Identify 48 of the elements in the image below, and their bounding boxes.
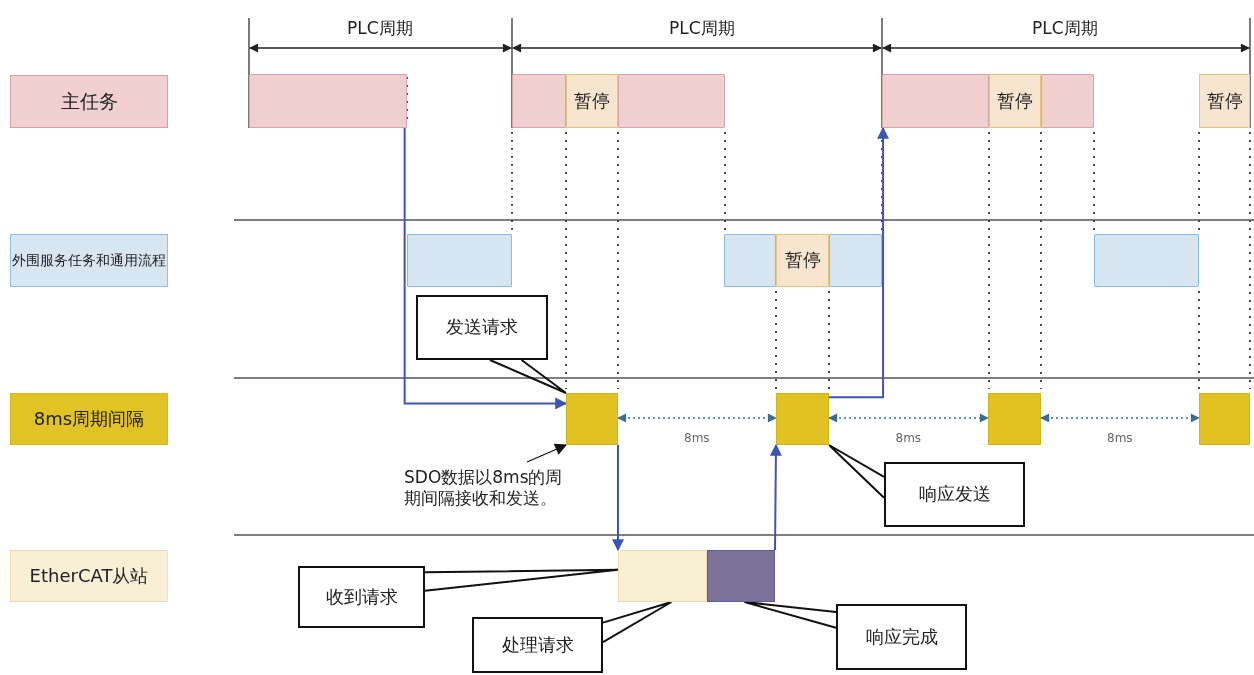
- cycle-block: [776, 393, 829, 445]
- request-block: [618, 550, 707, 602]
- callout-box: 发送请求: [416, 295, 548, 360]
- flow-arrow: [828, 126, 890, 399]
- annotation-text: SDO数据以8ms的周期间隔接收和发送。: [400, 462, 605, 514]
- lane-label-box: EtherCAT从站: [10, 550, 168, 602]
- pause-block: 暂停: [776, 234, 829, 287]
- callout-box: 响应完成: [836, 604, 967, 670]
- interval-arrow: [1040, 413, 1200, 423]
- cycle-block: [1199, 393, 1250, 445]
- edge-label: 8ms: [895, 430, 922, 445]
- callout-pointer: [828, 444, 885, 499]
- pause-block: 暂停: [566, 74, 618, 128]
- edge-label: 8ms: [1107, 430, 1133, 445]
- cycle-block: [566, 393, 618, 445]
- callout-pointer: [424, 568, 619, 592]
- task-bar: [512, 74, 566, 128]
- lane-label-box: 8ms周期间隔: [10, 393, 168, 445]
- task-bar: [829, 234, 882, 287]
- callout-pointer: [602, 601, 673, 644]
- dimension-label: PLC周期: [669, 16, 735, 40]
- lane-label-box: 外围服务任务和通用流程: [10, 234, 168, 287]
- task-bar: [407, 234, 512, 287]
- response-block: [707, 550, 775, 602]
- edge-label: 8ms: [684, 430, 710, 445]
- lane-label-box: 主任务: [10, 75, 168, 128]
- flow-arrow: [403, 127, 568, 410]
- task-bar: [724, 234, 776, 287]
- leader-arrow: [526, 443, 568, 463]
- cycle-block: [988, 393, 1041, 445]
- task-bar: [618, 74, 725, 128]
- dimension-label: PLC周期: [1032, 16, 1098, 40]
- callout-pointer: [743, 601, 837, 629]
- callout-box: 处理请求: [472, 617, 603, 673]
- callout-box: 响应发送: [884, 462, 1025, 527]
- interval-arrow: [828, 413, 989, 423]
- task-bar: [249, 74, 407, 128]
- task-bar: [1094, 234, 1199, 287]
- flow-arrow: [769, 443, 782, 551]
- dimension-label: PLC周期: [347, 16, 413, 40]
- task-bar: [882, 74, 989, 128]
- callout-box: 收到请求: [298, 566, 425, 628]
- pause-block: 暂停: [1199, 74, 1250, 128]
- callout-pointer: [488, 359, 567, 394]
- interval-arrow: [617, 413, 777, 423]
- flow-arrow: [612, 444, 624, 552]
- task-bar: [1041, 74, 1094, 128]
- pause-block: 暂停: [989, 74, 1041, 128]
